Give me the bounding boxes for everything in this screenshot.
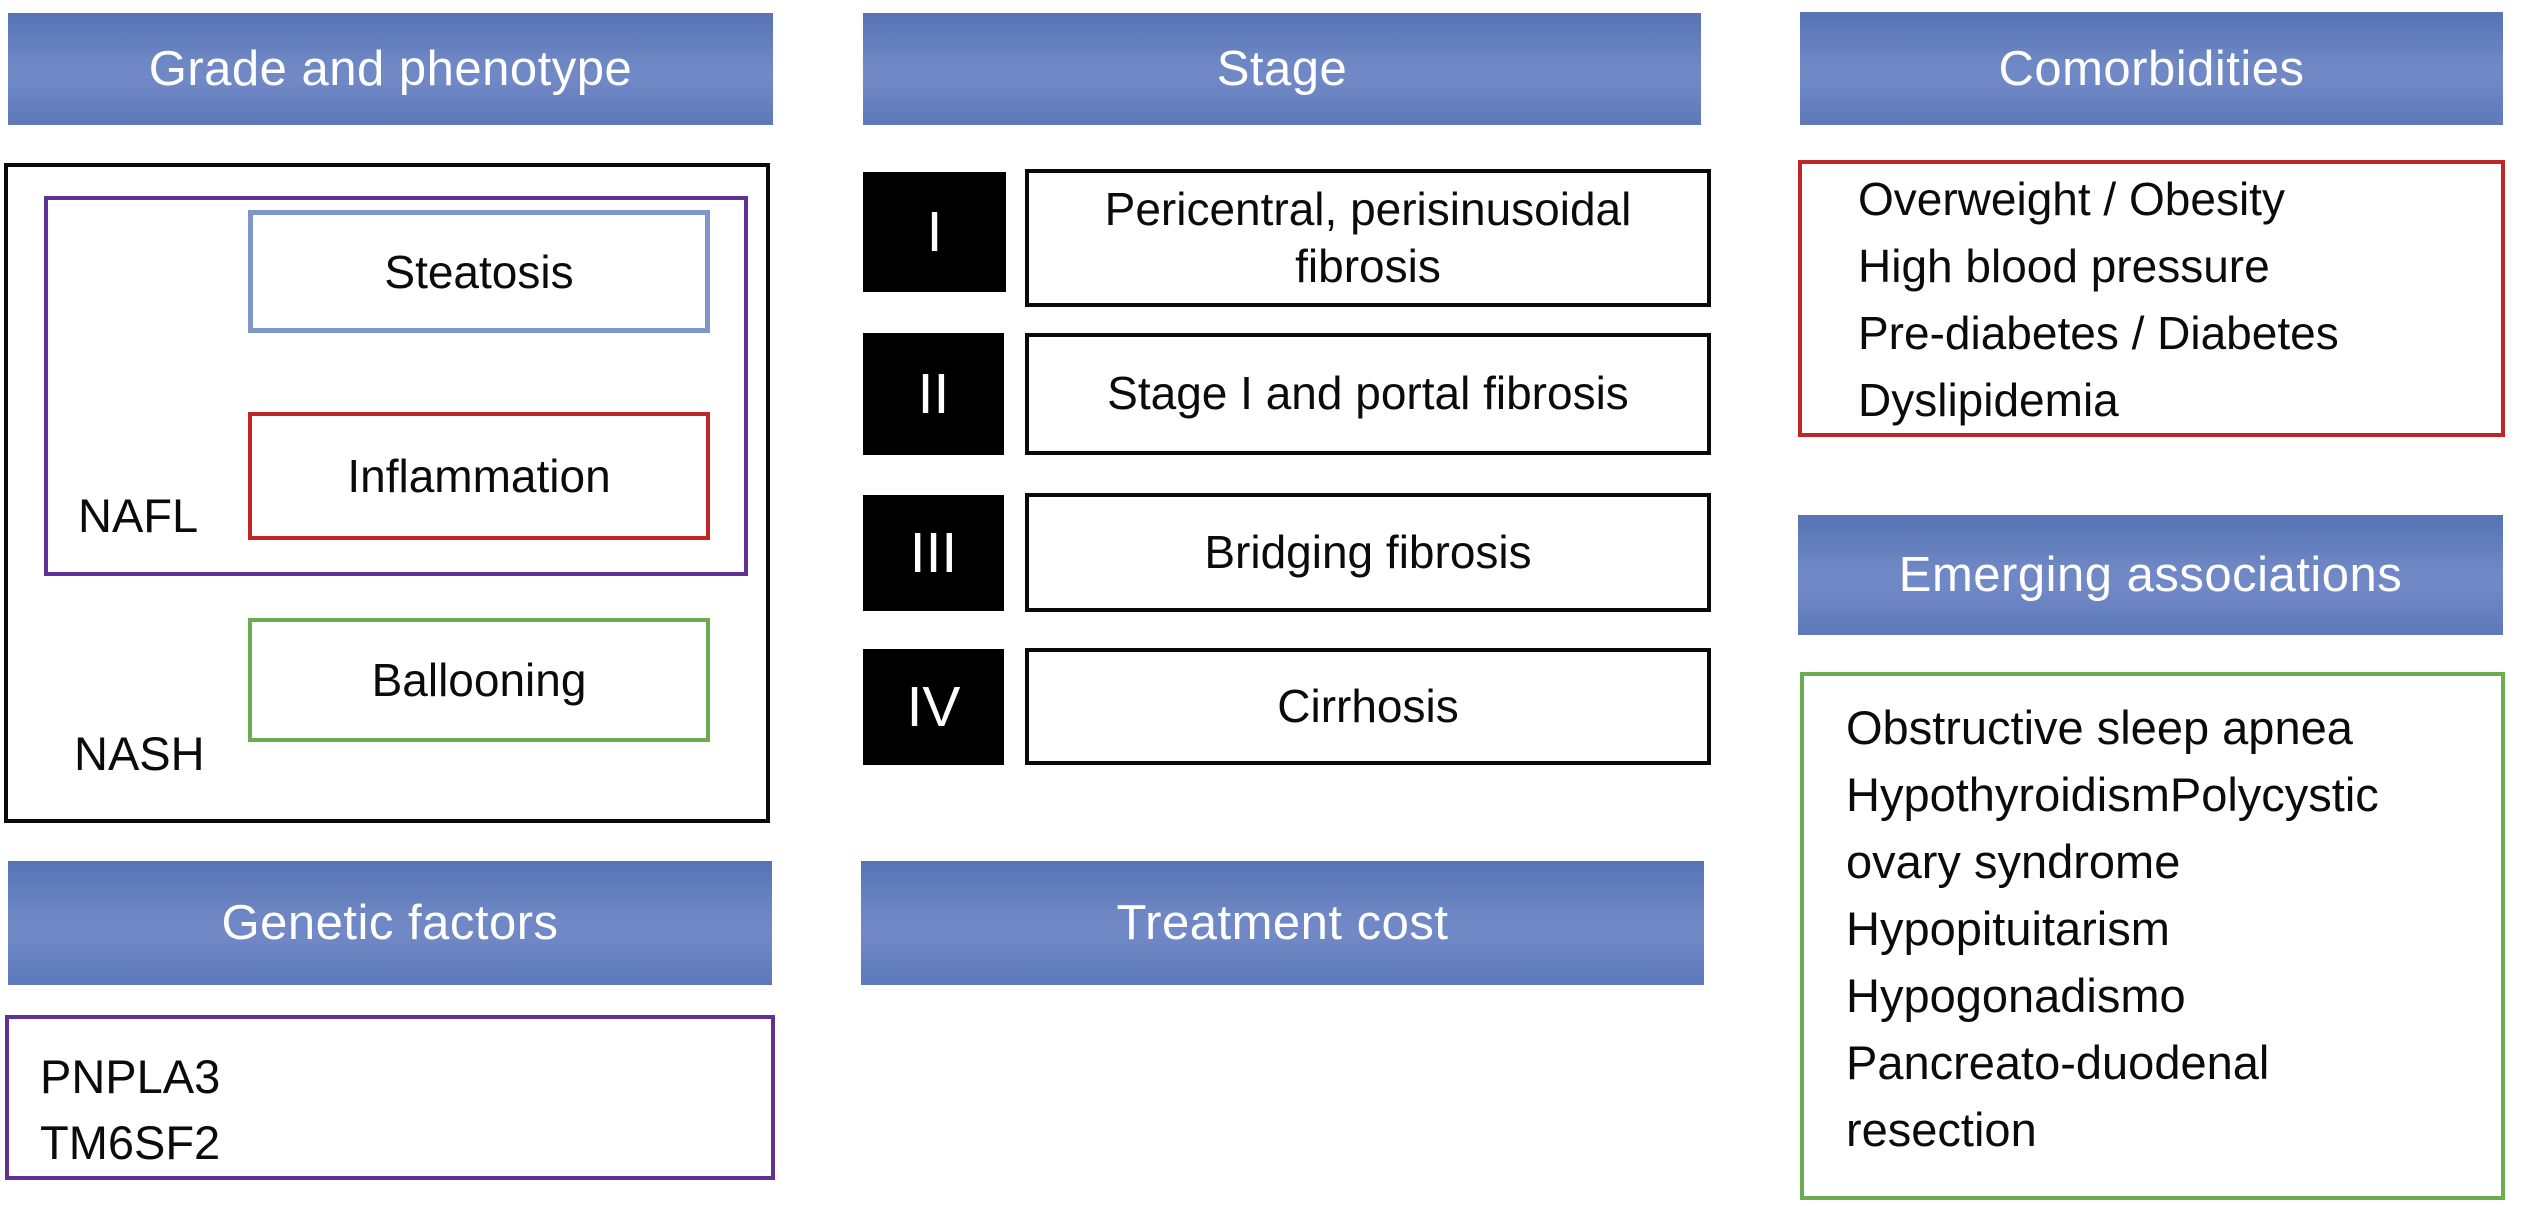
stage-numeral-3: III (863, 495, 1004, 611)
header-comorbidities: Comorbidities (1800, 12, 2503, 125)
genetic-gene-list: PNPLA3 TM6SF2 (40, 1044, 220, 1176)
genetic-factors-box (5, 1015, 775, 1180)
header-stage: Stage (863, 13, 1701, 125)
stage-label-2: Stage I and portal fibrosis (1025, 333, 1711, 455)
header-grade-and-phenotype: Grade and phenotype (8, 13, 773, 125)
comorbidity-line: High blood pressure (1858, 240, 2270, 292)
stage-numeral-4: IV (863, 649, 1004, 765)
ballooning-box (248, 618, 710, 742)
inflammation-label: Inflammation (347, 450, 611, 502)
comorbidities-box (1798, 160, 2505, 437)
stage-numeral-2: II (863, 333, 1004, 455)
stage-label-4: Cirrhosis (1025, 648, 1711, 765)
comorbidity-line: Pre-diabetes / Diabetes (1858, 307, 2339, 359)
nafl-label: NAFL (78, 489, 199, 542)
emerging-line: Hypopituitarism (1846, 902, 2170, 955)
emerging-associations-list: Obstructive sleep apnea HypothyroidismPo… (1846, 694, 2379, 1163)
comorbidity-line: Overweight / Obesity (1858, 173, 2285, 225)
steatosis-box (248, 210, 710, 333)
ballooning-label: Ballooning (371, 654, 587, 706)
emerging-line: Obstructive sleep apnea (1846, 701, 2353, 754)
nash-label: NASH (74, 727, 205, 780)
emerging-line: Pancreato-duodenal (1846, 1036, 2270, 1089)
emerging-line: Hypogonadismo (1846, 969, 2186, 1022)
header-genetic-factors: Genetic factors (8, 861, 772, 985)
comorbidities-list: Overweight / Obesity High blood pressure… (1858, 166, 2339, 434)
stage-numeral-1: I (863, 172, 1006, 292)
steatosis-label: Steatosis (384, 245, 574, 298)
inflammation-box (248, 412, 710, 540)
header-emerging-associations: Emerging associations (1798, 515, 2503, 635)
gene-pnpla3: PNPLA3 (40, 1050, 221, 1103)
emerging-line: ovary syndrome (1846, 835, 2181, 888)
emerging-associations-box (1800, 672, 2505, 1200)
emerging-line: HypothyroidismPolycystic (1846, 768, 2379, 821)
gene-tm6sf2: TM6SF2 (40, 1116, 221, 1169)
comorbidity-line: Dyslipidemia (1858, 374, 2119, 426)
emerging-line: resection (1846, 1103, 2037, 1156)
stage-label-3: Bridging fibrosis (1025, 493, 1711, 612)
stage-label-1: Pericentral, perisinusoidal fibrosis (1025, 169, 1711, 307)
header-treatment-cost: Treatment cost (861, 861, 1704, 985)
